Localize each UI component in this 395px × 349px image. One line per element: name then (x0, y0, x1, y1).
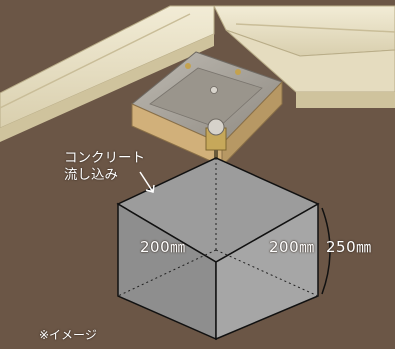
callout-arrow (139, 171, 155, 193)
concrete-label-line1: コンクリート (64, 150, 145, 166)
image-note: ※イメージ (39, 328, 97, 342)
concrete-pour-label: コンクリート 流し込み (64, 150, 145, 184)
wood-frame-right (213, 5, 395, 108)
concrete-label-line2: 流し込み (64, 167, 118, 183)
wood-frame-left (0, 5, 215, 142)
width-right-label: 200㎜ (269, 238, 315, 256)
width-left-label: 200㎜ (140, 238, 186, 256)
depth-label: 250㎜ (326, 238, 372, 256)
steel-bracket (131, 51, 283, 168)
concrete-block (116, 157, 320, 341)
depth-dimension-line (321, 207, 331, 295)
